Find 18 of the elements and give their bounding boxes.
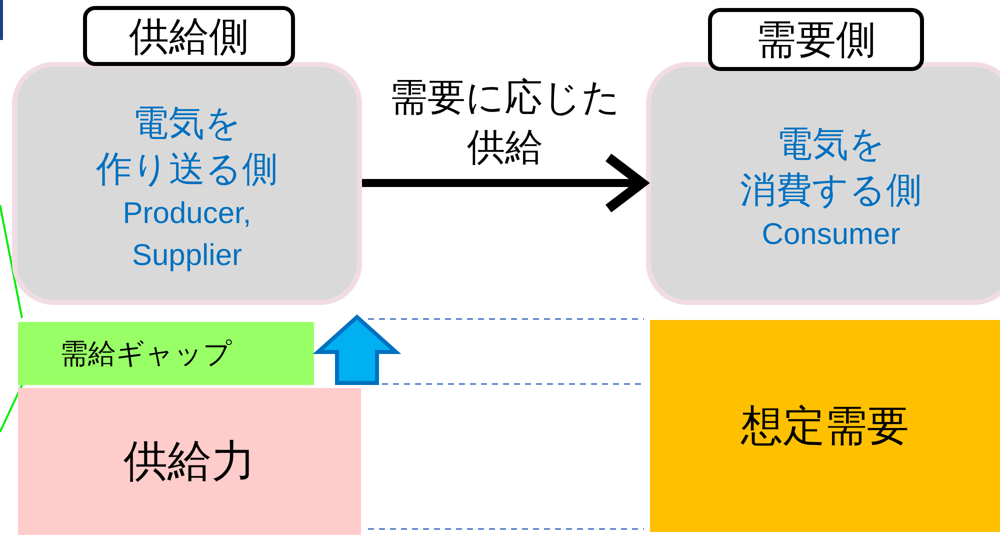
label-text: 需要側 — [756, 16, 876, 65]
supply-bar — [18, 388, 361, 535]
label-text: 供給側 — [129, 12, 249, 62]
demand-bar — [650, 320, 1000, 532]
box-text: 電気を消費する側 — [740, 122, 922, 212]
label-text: 想定需要 — [741, 400, 909, 452]
gap-band — [18, 322, 314, 385]
party-box — [646, 62, 1000, 305]
label-text: 需給ギャップ — [60, 336, 232, 372]
heading-tag — [83, 6, 295, 66]
heading-tag — [708, 8, 924, 71]
box-text: Producer, Supplier — [122, 196, 252, 274]
arrow — [362, 152, 647, 214]
block-arrow — [312, 314, 402, 385]
box-text: Consumer — [762, 216, 900, 252]
box-text: 電気を作り送る側 — [96, 102, 278, 192]
party-box — [12, 62, 362, 305]
label-text: 供給力 — [124, 435, 256, 489]
